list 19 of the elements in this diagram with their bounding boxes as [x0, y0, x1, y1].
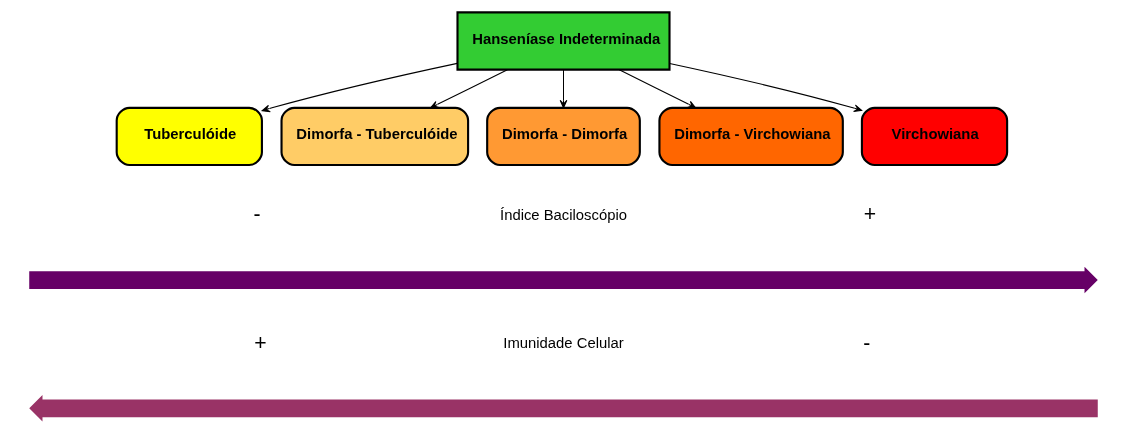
label: +	[863, 202, 876, 226]
node-arrow	[28, 395, 1098, 422]
arrow	[618, 69, 696, 109]
node-box: Tuberculóide	[115, 106, 263, 167]
label: -	[862, 330, 870, 354]
label: Imunidade Celular	[502, 335, 624, 352]
label: -	[253, 202, 261, 226]
node-box: Dimorfa - Dimorfa	[485, 106, 641, 167]
label: Índice Baciloscópio	[499, 206, 627, 223]
node-box: Dimorfa - Tuberculóide	[279, 106, 469, 167]
arrow	[261, 62, 458, 113]
arrow	[668, 62, 862, 112]
arrow	[559, 69, 567, 109]
arrow	[429, 69, 508, 109]
label: +	[253, 330, 267, 354]
node-box: Dimorfa - Virchowiana	[657, 106, 844, 167]
node-arrow	[28, 266, 1098, 294]
node-box: Hanseníase Indeterminada	[455, 11, 671, 71]
node-box: Virchowiana	[860, 106, 1008, 167]
